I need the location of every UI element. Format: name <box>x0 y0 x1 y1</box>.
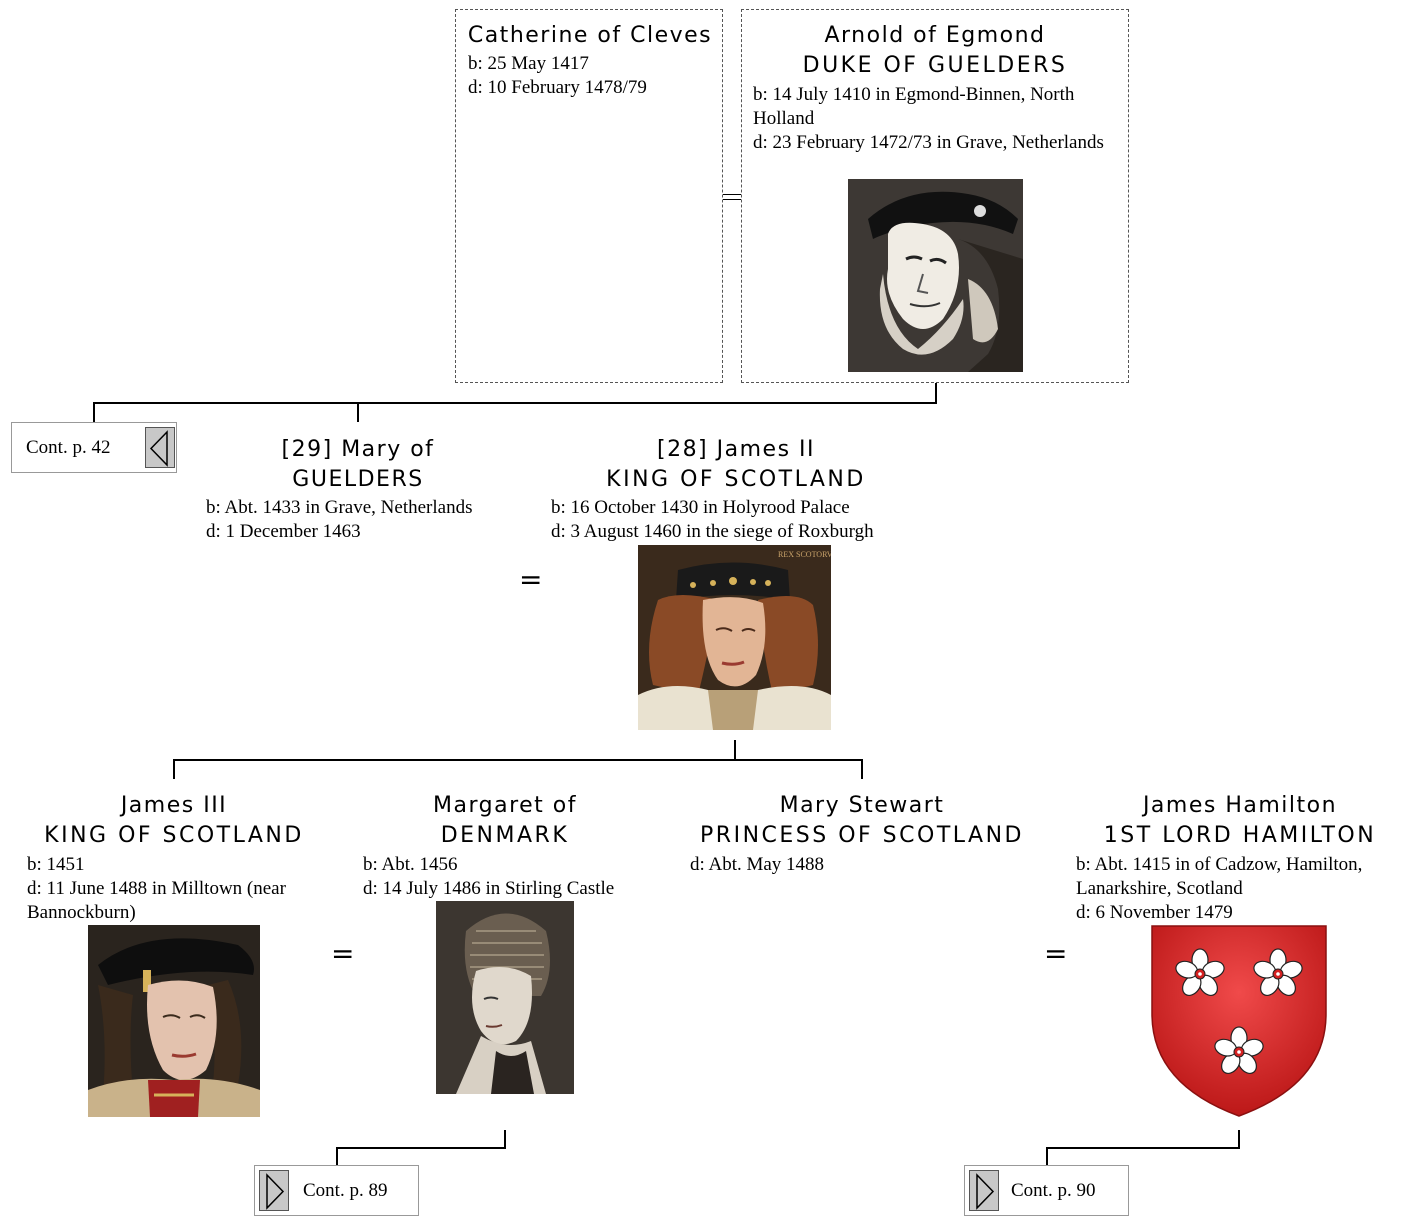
mary-guelders-given-name: [29] Mary of <box>281 437 435 462</box>
james2-name: [28] James II KING OF SCOTLAND <box>560 435 912 495</box>
catherine-box <box>455 9 723 383</box>
james2-given-name: [28] James II <box>656 437 816 462</box>
marriage-symbol-james2: = <box>519 563 543 596</box>
james2-portrait-caption: REX SCOTORV <box>778 550 831 559</box>
arnold-death: d: 23 February 1472/73 in Grave, Netherl… <box>753 132 1104 153</box>
mary-stewart-title: PRINCESS OF SCOTLAND <box>700 823 1024 848</box>
james3-death: d: 11 June 1488 in Milltown (near Bannoc… <box>27 878 286 923</box>
james2-portrait: REX SCOTORV <box>638 545 831 730</box>
arnold-name: Arnold of Egmond DUKE OF GUELDERS <box>748 21 1122 81</box>
mary-guelders-birth: b: Abt. 1433 in Grave, Netherlands <box>206 497 473 518</box>
connector-to-james3 <box>173 759 175 779</box>
marriage-symbol-james3: = <box>331 937 355 970</box>
james3-facts: b: 1451 d: 11 June 1488 in Milltown (nea… <box>27 853 337 925</box>
connector-to-cont89 <box>336 1147 338 1165</box>
mary-stewart-facts: d: Abt. May 1488 <box>690 853 990 877</box>
mary-stewart-death: d: Abt. May 1488 <box>690 854 825 875</box>
margaret-name: Margaret of DENMARK <box>355 791 655 851</box>
cont-p42-label: Cont. p. 42 <box>26 436 111 458</box>
hamilton-name: James Hamilton 1ST LORD HAMILTON <box>1075 791 1405 851</box>
catherine-birth: b: 25 May 1417 <box>468 53 589 74</box>
connector-top-horizontal <box>93 402 937 404</box>
catherine-death: d: 10 February 1478/79 <box>468 77 647 98</box>
james3-birth: b: 1451 <box>27 854 85 875</box>
james3-title: KING OF SCOTLAND <box>44 823 304 848</box>
james3-given-name: James III <box>120 793 228 818</box>
connector-bottom-right-horizontal <box>1046 1147 1240 1149</box>
margaret-portrait <box>436 901 574 1094</box>
james2-birth: b: 16 October 1430 in Holyrood Palace <box>551 497 850 518</box>
james2-death: d: 3 August 1460 in the siege of Roxburg… <box>551 521 874 542</box>
arnold-facts: b: 14 July 1410 in Egmond-Binnen, North … <box>753 83 1125 155</box>
james2-facts: b: 16 October 1430 in Holyrood Palace d:… <box>551 496 951 544</box>
arnold-portrait <box>848 179 1023 372</box>
mary-guelders-name: [29] Mary of GUELDERS <box>208 435 508 495</box>
marriage-link-top <box>723 194 741 195</box>
margaret-facts: b: Abt. 1456 d: 14 July 1486 in Stirling… <box>363 853 663 901</box>
connector-bottom-left-horizontal <box>336 1147 506 1149</box>
arnold-title: DUKE OF GUELDERS <box>802 53 1068 78</box>
connector-margaret-down <box>504 1130 506 1149</box>
cont-p90-button[interactable]: Cont. p. 90 <box>964 1165 1129 1216</box>
cont-p90-label: Cont. p. 90 <box>1011 1179 1096 1201</box>
cont-p89-button[interactable]: Cont. p. 89 <box>254 1165 419 1216</box>
connector-to-mary-guelders <box>357 402 359 422</box>
margaret-surname: DENMARK <box>440 823 570 848</box>
mary-guelders-facts: b: Abt. 1433 in Grave, Netherlands d: 1 … <box>206 496 536 544</box>
connector-arnold-down <box>935 383 937 403</box>
connector-hamilton-down <box>1238 1130 1240 1149</box>
connector-james2-down <box>734 740 736 760</box>
james3-name: James III KING OF SCOTLAND <box>20 791 328 851</box>
james2-title: KING OF SCOTLAND <box>606 467 866 492</box>
margaret-death: d: 14 July 1486 in Stirling Castle <box>363 878 615 899</box>
marriage-symbol-hamilton: = <box>1044 937 1068 970</box>
cont-p89-label: Cont. p. 89 <box>303 1179 388 1201</box>
connector-to-mary-stewart <box>861 759 863 779</box>
hamilton-birth: b: Abt. 1415 in of Cadzow, Hamilton, Lan… <box>1076 854 1363 899</box>
hamilton-coat-of-arms-icon <box>1150 924 1328 1118</box>
arnold-given-name: Arnold of Egmond <box>824 23 1046 48</box>
margaret-given-name: Margaret of <box>433 793 577 818</box>
hamilton-facts: b: Abt. 1415 in of Cadzow, Hamilton, Lan… <box>1076 853 1406 925</box>
connector-children-horizontal <box>173 759 863 761</box>
connector-to-cont42 <box>93 402 95 422</box>
margaret-birth: b: Abt. 1456 <box>363 854 458 875</box>
cont-p42-button[interactable]: Cont. p. 42 <box>11 422 177 473</box>
hamilton-title: 1ST LORD HAMILTON <box>1103 823 1377 848</box>
marriage-link-top-2 <box>723 199 741 200</box>
catherine-facts: b: 25 May 1417 d: 10 February 1478/79 <box>468 52 718 100</box>
mary-stewart-given-name: Mary Stewart <box>779 793 945 818</box>
hamilton-death: d: 6 November 1479 <box>1076 902 1233 923</box>
james3-portrait <box>88 925 260 1117</box>
mary-guelders-death: d: 1 December 1463 <box>206 521 361 542</box>
left-arrow-icon[interactable] <box>145 427 175 468</box>
mary-guelders-surname: GUELDERS <box>292 467 424 492</box>
catherine-name: Catherine of Cleves <box>467 23 713 48</box>
connector-to-cont90 <box>1046 1147 1048 1165</box>
right-arrow-icon[interactable] <box>969 1170 999 1211</box>
hamilton-given-name: James Hamilton <box>1142 793 1338 818</box>
arnold-box <box>741 9 1129 383</box>
right-arrow-icon[interactable] <box>259 1170 289 1211</box>
mary-stewart-name: Mary Stewart PRINCESS OF SCOTLAND <box>680 791 1044 851</box>
arnold-birth: b: 14 July 1410 in Egmond-Binnen, North … <box>753 84 1075 129</box>
